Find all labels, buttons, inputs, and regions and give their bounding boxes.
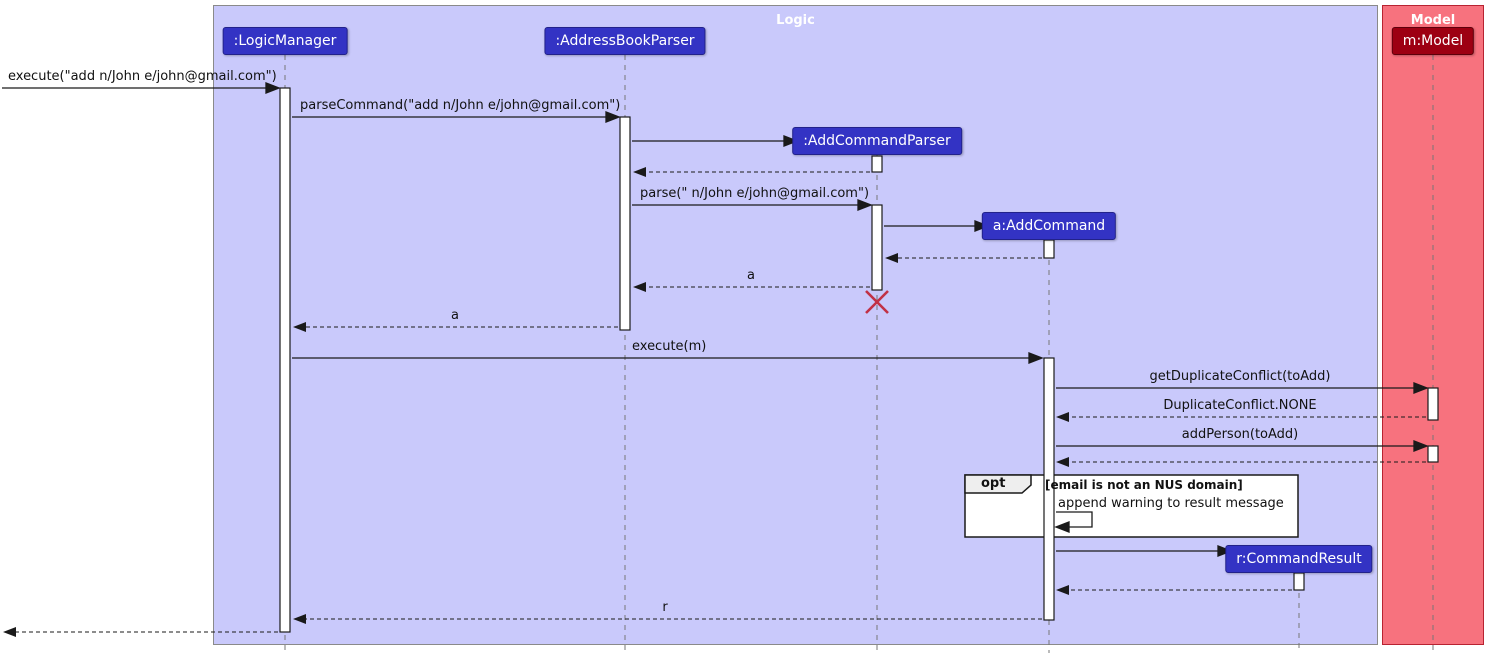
activation-address-book-parser (619, 116, 631, 331)
message-label-return-a-outer: a (451, 308, 459, 323)
arrowhead-parse (857, 199, 873, 211)
participant-address-book-parser: :AddressBookParser (544, 27, 706, 55)
arrowhead-return-command-result (1056, 585, 1069, 595)
arrowhead-parse-command (605, 111, 621, 123)
destroy-x-icon (865, 290, 889, 314)
activation-command-result (1293, 572, 1305, 591)
return-arrows (11, 171, 1426, 633)
arrowhead-create-command-result (1217, 545, 1233, 557)
call-arrows (2, 82, 1429, 557)
activation-logic-manager (279, 87, 291, 633)
arrowhead-return-add-person (1056, 457, 1069, 467)
opt-body-label: append warning to result message (1058, 496, 1284, 511)
arrowhead-return-a-inner (633, 282, 646, 292)
message-label-get-duplicate-conflict: getDuplicateConflict(toAdd) (1149, 369, 1331, 384)
arrowhead-append-warning-self (1054, 521, 1070, 533)
activation-model-add-person (1427, 445, 1439, 463)
arrowhead-execute-add (265, 82, 281, 94)
logic-frame-label: Logic (776, 13, 815, 28)
message-label-return-a-inner: a (747, 268, 755, 283)
message-label-add-person: addPerson(toAdd) (1181, 427, 1299, 442)
message-label-execute-add: execute("add n/John e/john@gmail.com") (8, 69, 277, 84)
message-label-execute-m: execute(m) (632, 339, 707, 354)
model-frame-label: Model (1410, 13, 1456, 28)
activations (279, 87, 1439, 633)
arrowhead-return-create-command (885, 253, 898, 263)
participant-add-command: a:AddCommand (981, 212, 1117, 240)
arrowhead-create-add-command (974, 220, 990, 232)
activation-add-command-parser-parse (871, 204, 883, 291)
opt-keyword-label: opt (981, 476, 1006, 491)
logic-frame: Logic (213, 5, 1378, 645)
arrow-append-warning-self (1056, 511, 1093, 528)
arrowhead-get-duplicate-conflict (1413, 382, 1429, 394)
activation-add-command-parser-create (871, 155, 883, 173)
participant-model: m:Model (1391, 27, 1475, 55)
participant-logic-manager: :LogicManager (222, 27, 348, 55)
arrowhead-return-create-parser (633, 167, 646, 177)
arrowhead-return-r (293, 614, 306, 624)
activation-add-command-execute (1043, 357, 1055, 621)
arrowhead-duplicate-conflict-none (1056, 412, 1069, 422)
destroy-x-stroke-2 (865, 290, 889, 314)
message-label-parse: parse(" n/John e/john@gmail.com") (640, 186, 870, 201)
message-label-return-r: r (662, 600, 668, 615)
participant-add-command-parser: :AddCommandParser (792, 127, 962, 155)
activation-model-get-duplicate (1427, 387, 1439, 421)
message-label-parse-command: parseCommand("add n/John e/john@gmail.co… (300, 98, 621, 113)
arrowhead-add-person (1413, 440, 1429, 452)
arrowhead-return-a-outer (293, 322, 306, 332)
message-label-duplicate-conflict-none: DuplicateConflict.NONE (1163, 398, 1317, 413)
arrowhead-execute-m (1028, 352, 1044, 364)
activation-add-command-create (1043, 239, 1055, 259)
arrowhead-final-return (3, 627, 16, 637)
participant-command-result: r:CommandResult (1225, 545, 1373, 573)
arrowhead-create-add-command-parser (783, 135, 799, 147)
return-arrowheads (3, 167, 1069, 637)
opt-fragment-pentagon (964, 474, 1032, 494)
opt-guard-label: [email is not an NUS domain] (1045, 478, 1243, 492)
